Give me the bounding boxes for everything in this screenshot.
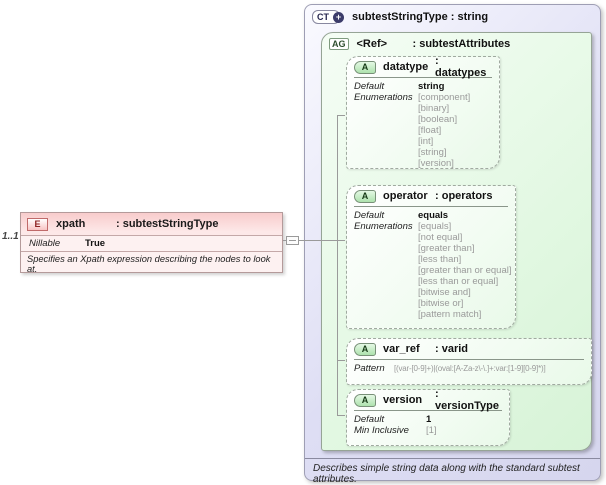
element-name: xpath [56,218,86,230]
enum-value: [pattern match] [418,309,482,320]
property-label: Default [354,414,385,425]
attribute-properties: Default Enumerations string [component] … [354,77,492,169]
attribute-name: var_ref [383,343,420,355]
attribute-type: : operators [435,190,493,202]
cardinality-label: 1..1 [2,231,19,242]
attribute-box-version[interactable]: A version : versionType Default Min Incl… [346,389,510,446]
enum-value: [bitwise and] [418,287,471,298]
element-nillable-row: Nillable True [21,235,282,251]
complex-type-title: subtestStringType : string [352,11,489,23]
attribute-group-header: AG <Ref> : subtestAttributes [322,33,591,54]
pattern-value: [(var-[0-9]+)|(oval:[A-Za-z\-\.]+:var:[1… [394,364,546,373]
element-doc: Specifies an Xpath expression describing… [21,251,282,274]
property-label: Default [354,210,385,221]
property-label: Default [354,81,385,92]
attribute-box-operator[interactable]: A operator : operators Default Enumerati… [346,185,516,329]
enum-value: [less than] [418,254,462,265]
attribute-group-badge-icon: AG [329,37,349,50]
attribute-box-var-ref[interactable]: A var_ref : varid Pattern [(var-[0-9]+)|… [346,338,592,385]
attribute-header: A datatype : datatypes [347,56,499,79]
property-label: Enumerations [354,221,413,232]
attribute-badge-icon: A [354,393,376,407]
attribute-properties: Pattern [(var-[0-9]+)|(oval:[A-Za-z\-\.]… [354,359,584,374]
attribute-properties: Default Enumerations equals [equals] [no… [354,206,512,320]
default-value: string [418,81,445,92]
nillable-value: True [85,238,106,249]
enum-value: [string] [418,147,447,158]
attribute-group-type: : subtestAttributes [412,37,511,50]
attribute-name: operator [383,190,428,202]
property-label: Enumerations [354,92,413,103]
element-box-xpath[interactable]: E xpath : subtestStringType Nillable Tru… [20,212,283,274]
element-header: E xpath : subtestStringType [21,213,282,235]
complex-type-doc: Describes simple string data along with … [305,458,600,485]
element-badge-icon: E [27,217,48,231]
attribute-header: A operator : operators [347,186,515,206]
property-label: Min Inclusive [354,425,409,436]
default-value: equals [418,210,449,221]
attribute-type: : versionType [435,389,499,412]
attribute-name: datatype [383,61,429,73]
attribute-name: version [383,394,423,406]
minus-icon [289,240,296,241]
complex-type-badge-icon: CT+ [312,10,344,24]
enum-value: [component] [418,92,471,103]
attribute-group-name: <Ref> [356,37,388,50]
element-type: : subtestStringType [116,218,219,230]
attribute-type: : datatypes [435,56,487,79]
attribute-badge-icon: A [354,60,376,74]
complex-type-box[interactable]: CT+ subtestStringType : string AG <Ref> … [304,4,601,485]
connector-element-to-type [283,240,345,241]
enum-value: [boolean] [418,114,458,125]
connector-stub-version [338,415,345,416]
enum-value: [int] [418,136,434,147]
attribute-header: A version : versionType [347,389,509,412]
attribute-badge-icon: A [354,342,376,356]
enum-value: [float] [418,125,442,136]
attribute-type: : varid [435,343,469,355]
attribute-properties: Default Min Inclusive 1 [1] [354,410,502,436]
collapse-handle-icon[interactable] [286,236,299,245]
enum-value: [bitwise or] [418,298,464,309]
enum-value: [not equal] [418,232,463,243]
default-value: 1 [426,414,432,425]
attribute-header: A var_ref : varid [347,339,591,359]
enum-value: [less than or equal] [418,276,499,287]
enum-value: [equals] [418,221,452,232]
enum-value: [greater than or equal] [418,265,512,276]
nillable-label: Nillable [29,238,61,249]
complex-type-header: CT+ subtestStringType : string [305,5,600,29]
expand-plus-icon[interactable]: + [333,12,344,23]
enum-value: [version] [418,158,454,169]
attribute-badge-icon: A [354,189,376,203]
connector-spine [337,115,338,416]
connector-stub-datatype [338,115,345,116]
connector-stub-varref [338,360,345,361]
property-label: Pattern [354,363,385,374]
enum-value: [binary] [418,103,450,114]
enum-value: [greater than] [418,243,475,254]
min-inclusive-value: [1] [426,425,437,436]
attribute-box-datatype[interactable]: A datatype : datatypes Default Enumerati… [346,56,500,169]
